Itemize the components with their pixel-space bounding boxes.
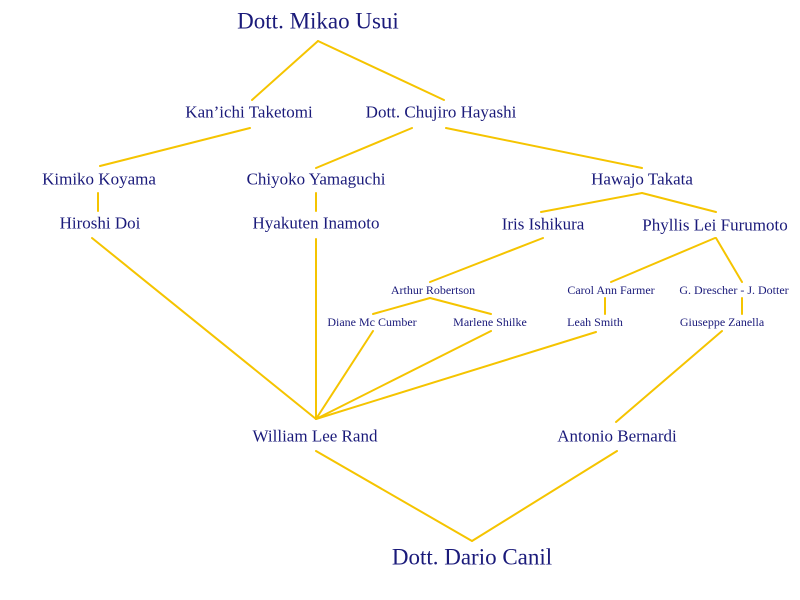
node-arthur-robertson: Arthur Robertson <box>390 283 476 297</box>
node-antonio-bernardi: Antonio Bernardi <box>557 426 677 446</box>
node-giuseppe-zanella: Giuseppe Zanella <box>679 315 765 329</box>
node-hawajo-takata: Hawajo Takata <box>591 169 693 189</box>
node-kanichi-taketomi: Kan’ichi Taketomi <box>185 102 313 122</box>
node-dario-canil: Dott. Dario Canil <box>391 544 553 570</box>
node-chujiro-hayashi: Dott. Chujiro Hayashi <box>365 102 517 122</box>
node-diane-mc-cumber: Diane Mc Cumber <box>327 315 417 329</box>
node-hiroshi-doi: Hiroshi Doi <box>59 213 141 233</box>
node-drescher-dotter: G. Drescher - J. Dotter <box>679 283 789 297</box>
connector-furumoto-drescher <box>715 237 743 283</box>
connector-doi-rand <box>91 237 317 420</box>
connector-rand-canil <box>315 450 473 542</box>
connector-hayashi-takata <box>445 127 643 169</box>
node-kimiko-koyama: Kimiko Koyama <box>42 169 156 189</box>
connector-mccumber-rand <box>315 330 374 420</box>
connector-takata-ishikura <box>540 192 643 213</box>
node-hyakuten-inamoto: Hyakuten Inamoto <box>252 213 380 233</box>
connector-usui-hayashi <box>317 40 445 101</box>
connector-zanella-bernardi <box>615 330 723 423</box>
connector-ishikura-robertson <box>429 237 544 283</box>
node-phyllis-lei-furumoto: Phyllis Lei Furumoto <box>642 215 788 235</box>
node-mikao-usui: Dott. Mikao Usui <box>237 8 399 34</box>
connector-takata-furumoto <box>641 192 717 213</box>
connector-smith-rand <box>315 331 597 420</box>
node-marlene-shilke: Marlene Shilke <box>453 315 527 329</box>
connector-robertson-mccumber <box>372 297 431 315</box>
node-william-lee-rand: William Lee Rand <box>252 426 378 446</box>
connector-shilke-rand <box>315 330 492 420</box>
connector-bernardi-canil <box>471 450 618 542</box>
connector-taketomi-koyama <box>99 127 251 167</box>
connector-robertson-shilke <box>429 297 492 315</box>
node-leah-smith: Leah Smith <box>567 315 623 329</box>
node-iris-ishikura: Iris Ishikura <box>501 214 585 234</box>
connector-usui-taketomi <box>251 40 319 101</box>
node-carol-ann-farmer: Carol Ann Farmer <box>567 283 655 297</box>
connector-hayashi-yamaguchi <box>315 127 413 169</box>
node-chiyoko-yamaguchi: Chiyoko Yamaguchi <box>246 169 386 189</box>
connector-furumoto-farmer <box>610 237 716 283</box>
